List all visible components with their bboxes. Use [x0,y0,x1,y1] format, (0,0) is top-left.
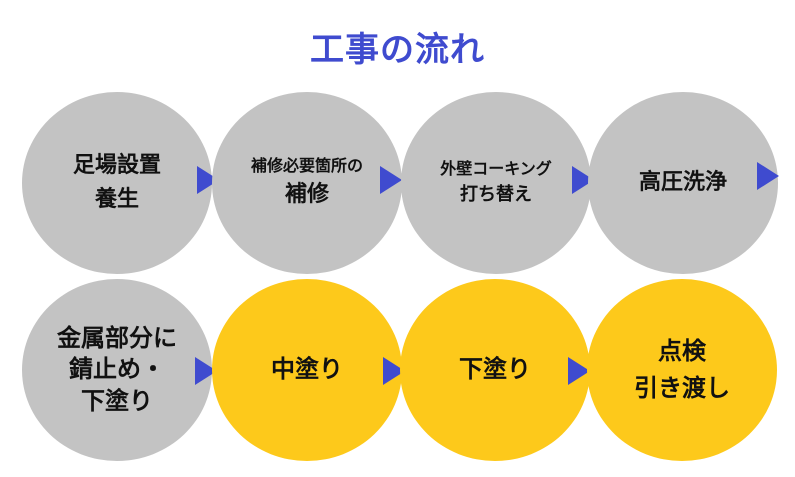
arrow-right-icon [757,162,779,190]
step-label: 中塗り [271,355,343,384]
step-7-coat: 下塗り [400,279,590,461]
step-label: 養生 [94,187,139,212]
arrow-right-icon [568,357,590,385]
step-label: 下塗り [459,355,531,384]
step-label: 点検 [658,336,706,365]
arrow-right-icon [380,166,402,194]
step-label: 打ち替え [460,184,532,206]
arrow-right-icon [195,357,217,385]
step-label: 金属部分に [57,324,177,353]
step-label: 錆止め・ [69,355,165,384]
step-8-inspection-handover: 点検 引き渡し [587,279,777,461]
step-label: 外壁コーキング [440,158,552,178]
step-5-rust-prevention: 金属部分に 錆止め・ 下塗り [22,279,212,461]
step-label: 下塗り [81,386,153,415]
step-label: 引き渡し [634,374,730,402]
step-3-caulking: 外壁コーキング 打ち替え [401,92,591,274]
step-4-washing: 高圧洗浄 [588,92,778,274]
arrow-right-icon [383,357,405,385]
step-label: 足場設置 [72,152,161,178]
step-label: 補修 [284,182,329,208]
step-label: 高圧洗浄 [638,169,727,195]
page-title: 工事の流れ [310,30,485,70]
step-1-scaffolding: 足場設置 養生 [22,92,212,274]
step-6-middle-coat: 中塗り [212,279,402,461]
step-label: 補修必要箇所の [250,155,363,175]
step-2-repair: 補修必要箇所の 補修 [212,92,402,274]
